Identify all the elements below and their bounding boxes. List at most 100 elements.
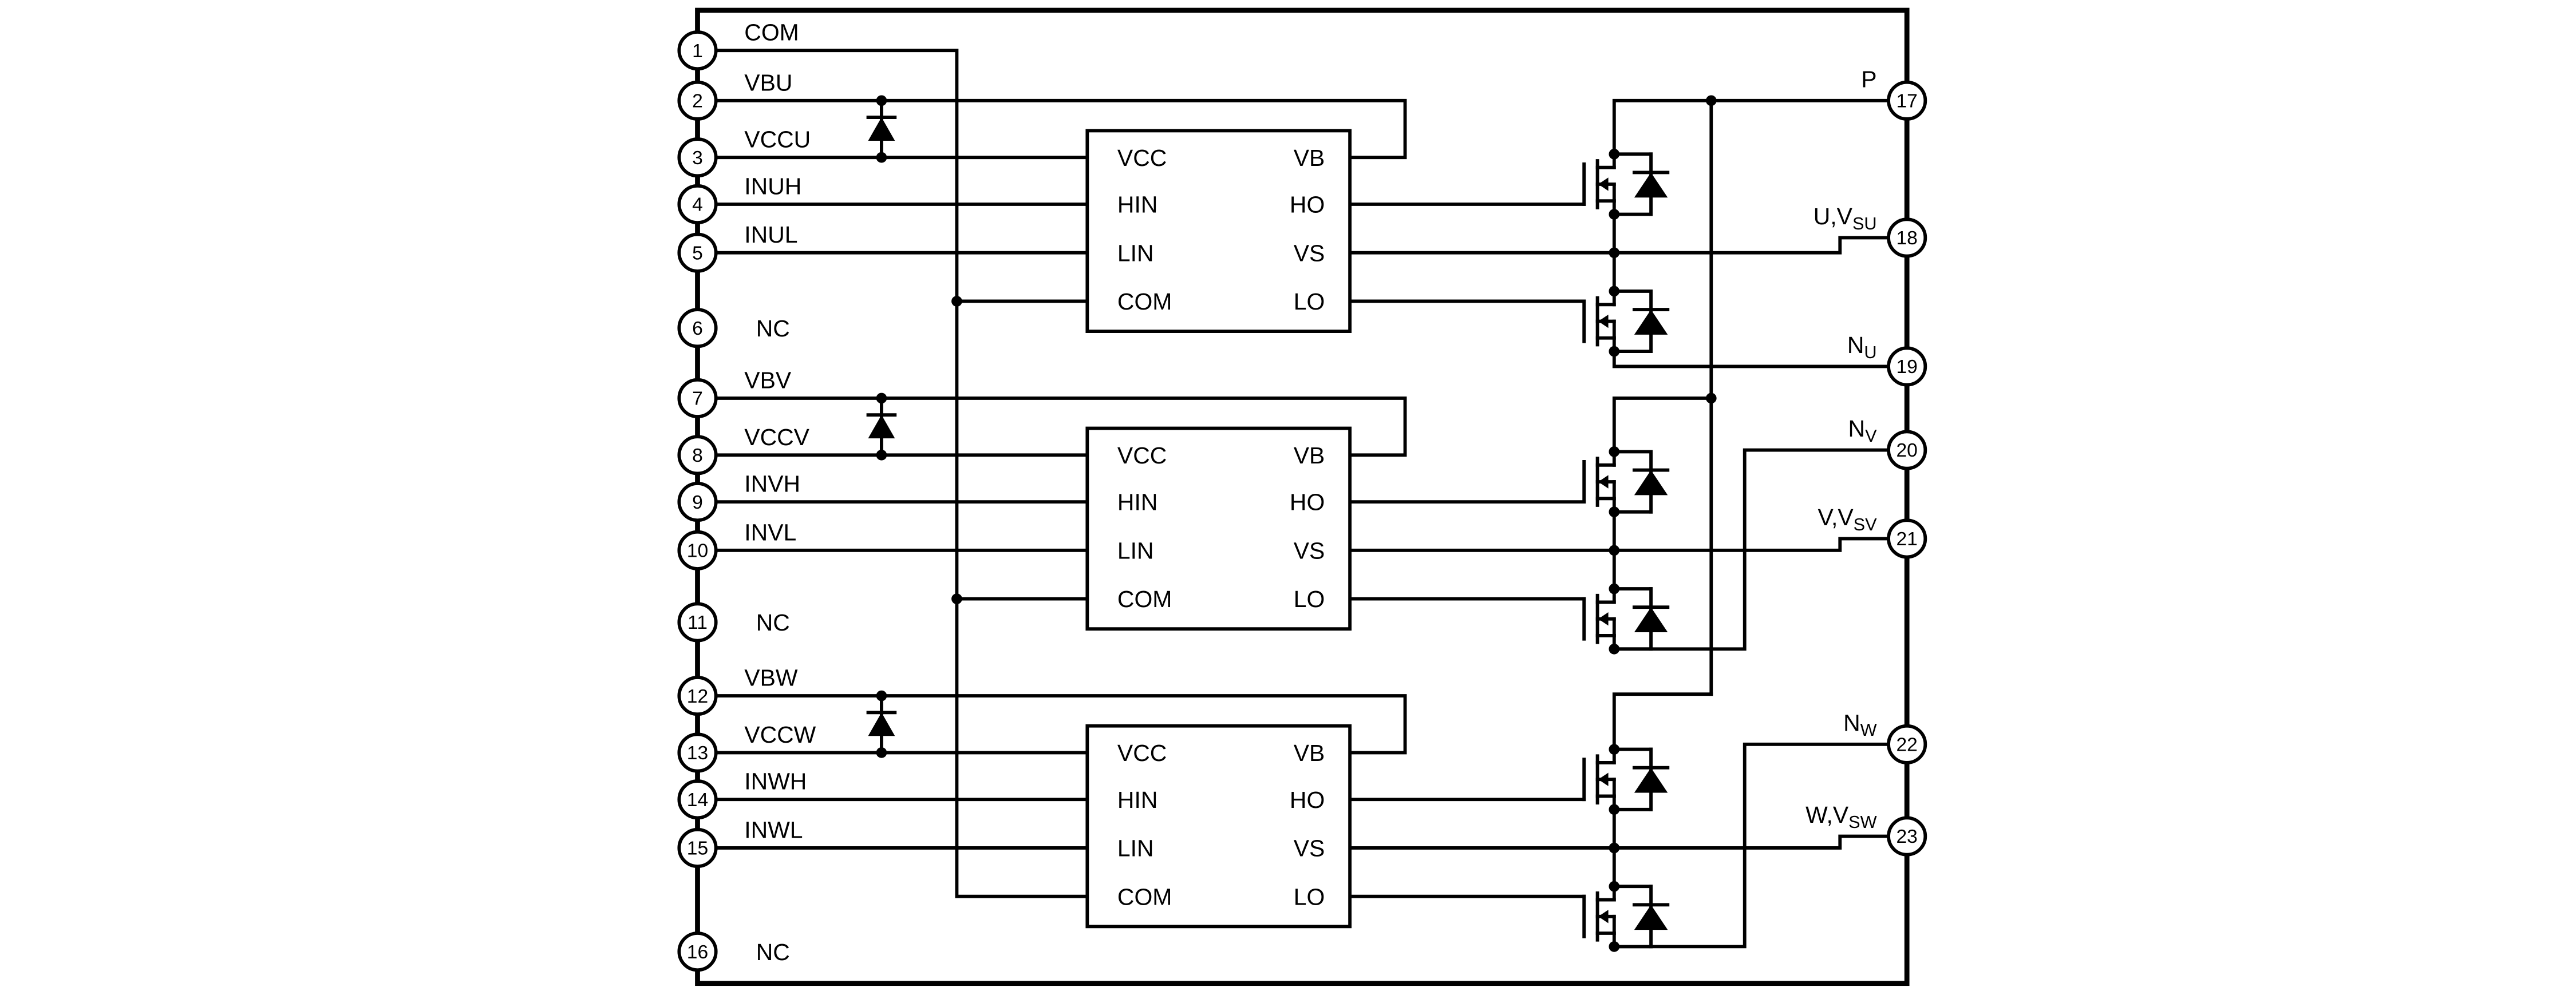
- block-pin-label: VS: [1294, 537, 1325, 564]
- driver-box: [1085, 129, 1352, 333]
- pin-number: 17: [1896, 91, 1917, 112]
- pin-label: INUL: [744, 221, 797, 248]
- junction-dots: [951, 95, 1717, 854]
- block-pin-label: LIN: [1117, 835, 1154, 862]
- pin-8: 8: [677, 435, 718, 475]
- pin-2: 2: [677, 80, 718, 121]
- pin-1: 1: [677, 30, 718, 71]
- pin-number: 23: [1896, 826, 1917, 847]
- gate-driver-block-u: VCC HIN LIN COM VB HO VS LO: [1085, 129, 1352, 333]
- block-pin-label: LO: [1294, 883, 1325, 910]
- block-pin-label: VCC: [1117, 145, 1167, 171]
- pin-circle: [677, 779, 718, 820]
- net-vs-v: [1348, 537, 1890, 552]
- pin-5: 5: [677, 232, 718, 273]
- pin-label: INWL: [744, 816, 803, 843]
- mosfet-u-low: [1584, 286, 1668, 357]
- pin-10: 10: [677, 530, 718, 570]
- pin-circle: [677, 602, 718, 643]
- block-pin-label: LIN: [1117, 537, 1154, 564]
- pin-14: 14: [677, 779, 718, 820]
- pin-number: 7: [692, 389, 703, 410]
- left-pin-labels: COM VBU VCCU INUH INUL NC VBV VCCV INVH …: [744, 19, 816, 965]
- mosfet-w-high: [1584, 744, 1668, 815]
- pin-label: NV: [1848, 415, 1878, 446]
- pin-6: 6: [677, 308, 718, 348]
- pin-circle: [677, 30, 718, 71]
- pin-number: 10: [687, 541, 708, 562]
- pin-number: 6: [692, 318, 703, 339]
- pin-label: NC: [756, 939, 790, 965]
- mosfet-v-high: [1584, 446, 1668, 517]
- net-vbw: [714, 694, 1407, 755]
- pin-number: 2: [692, 91, 703, 112]
- block-pin-label: VS: [1294, 835, 1325, 862]
- pin-label: INVL: [744, 519, 796, 545]
- block-pin-label: HIN: [1117, 489, 1157, 516]
- pin-label: VCCW: [744, 722, 816, 748]
- pin-label: VBV: [744, 367, 792, 393]
- pin-number: 11: [688, 612, 708, 633]
- pin-label: VBU: [744, 69, 792, 96]
- block-pin-label: COM: [1117, 586, 1172, 612]
- pin-16: 16: [677, 931, 718, 972]
- pin-number: 13: [687, 743, 708, 764]
- pin-circle: [677, 931, 718, 972]
- pin-circle: [677, 80, 718, 121]
- pin-circle: [677, 137, 718, 178]
- pin-9: 9: [677, 482, 718, 522]
- bootstrap-diode-v: [868, 393, 895, 461]
- bootstrap-diode-w: [868, 691, 895, 758]
- block-pin-label: HIN: [1117, 787, 1157, 813]
- pin-circle: [677, 732, 718, 773]
- pin-label: W,VSW: [1805, 802, 1876, 832]
- pin-circle: [1887, 724, 1927, 764]
- pin-circle: [677, 482, 718, 522]
- pin-circle: [677, 184, 718, 225]
- pin-label: V,VSV: [1818, 504, 1877, 534]
- gate-driver-block-v: VCC HIN LIN COM VB HO VS LO: [1085, 426, 1352, 631]
- pin-21: 21: [1887, 518, 1927, 559]
- block-pin-label: VB: [1294, 740, 1325, 766]
- driver-box: [1085, 426, 1352, 631]
- pin-label: VCCV: [744, 424, 809, 450]
- pin-number: 18: [1896, 228, 1917, 249]
- block-pin-label: COM: [1117, 883, 1172, 910]
- block-pin-label: VCC: [1117, 740, 1167, 766]
- block-pin-label: LIN: [1117, 240, 1154, 266]
- pin-label: INWH: [744, 768, 807, 795]
- pin-circle: [1887, 816, 1927, 857]
- block-pin-label: VCC: [1117, 442, 1167, 469]
- pin-15: 15: [677, 827, 718, 869]
- pin-7: 7: [677, 378, 718, 419]
- pin-11: 11: [677, 602, 718, 643]
- bootstrap-diode-u: [868, 95, 895, 162]
- pin-12: 12: [677, 676, 718, 716]
- mosfet-v-low: [1584, 584, 1668, 655]
- driver-box: [1085, 724, 1352, 929]
- pin-number: 8: [692, 445, 703, 466]
- pin-label: COM: [744, 19, 799, 46]
- pin-circle: [677, 827, 718, 869]
- pin-number: 12: [687, 686, 708, 707]
- gate-driver-block-w: VCC HIN LIN COM VB HO VS LO: [1085, 724, 1352, 929]
- pin-circle: [677, 435, 718, 475]
- block-pin-label: HO: [1290, 787, 1325, 813]
- pin-label: INVH: [744, 471, 800, 497]
- mosfet-u-high: [1584, 149, 1668, 220]
- pin-circle: [677, 232, 718, 273]
- pin-number: 20: [1896, 440, 1917, 461]
- pin-17: 17: [1887, 80, 1927, 121]
- net-p-branch-v: [1612, 397, 1713, 467]
- net-p-branch-w: [1612, 692, 1713, 764]
- net-vbv: [714, 397, 1407, 457]
- pin-20: 20: [1887, 430, 1927, 470]
- pin-circle: [677, 530, 718, 570]
- pin-label: VBW: [744, 665, 798, 691]
- pin-label: NW: [1843, 709, 1877, 740]
- pin-3: 3: [677, 137, 718, 178]
- pin-circle: [677, 308, 718, 348]
- pin-circle: [1887, 217, 1927, 258]
- mosfet-w-low: [1584, 881, 1668, 952]
